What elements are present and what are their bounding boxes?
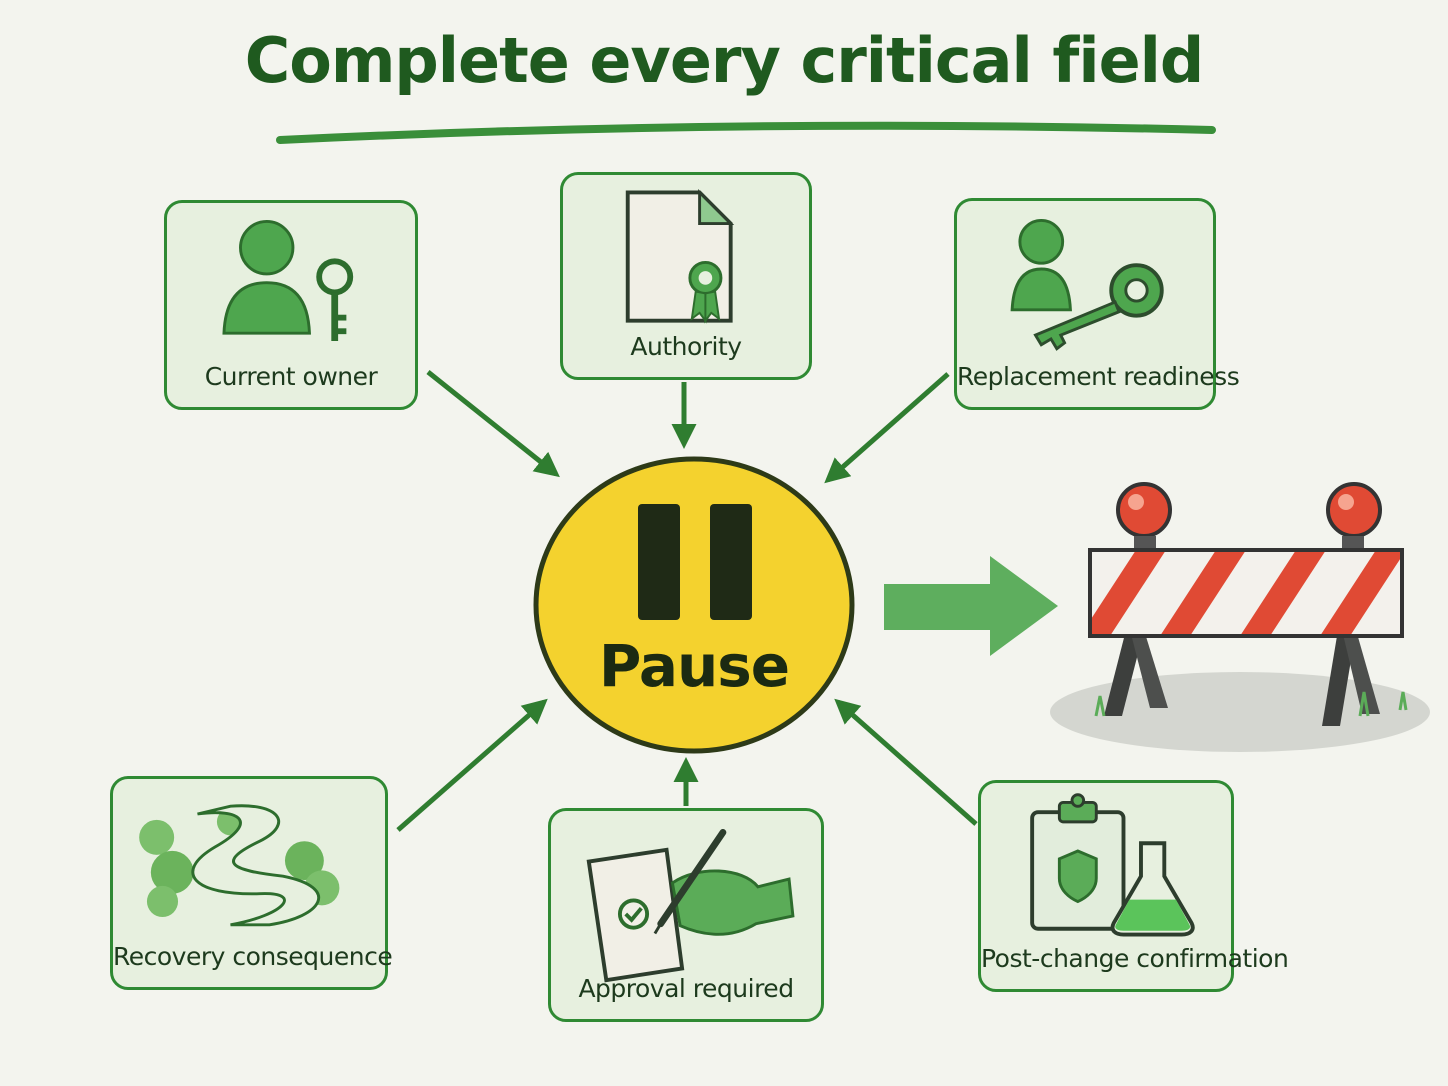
certificate-document-icon [625, 188, 735, 324]
person-large-key-icon [1010, 218, 1164, 351]
card-label-replacement-readiness: Replacement readiness [957, 362, 1240, 391]
winding-path-icon [139, 804, 340, 927]
card-post-change-confirmation: Post-change confirmation [978, 780, 1289, 992]
title-underline [276, 121, 1216, 144]
card-current-owner: Current owner [164, 200, 418, 410]
card-label-post-change-confirmation: Post-change confirmation [981, 944, 1289, 973]
card-label-approval-required: Approval required [578, 974, 794, 1003]
arrow-to-barrier [884, 556, 1058, 656]
arrow-recovery [396, 698, 548, 832]
card-recovery-consequence: Recovery consequence [110, 776, 393, 990]
person-key-icon [222, 220, 354, 341]
road-barrier-icon [1050, 482, 1430, 752]
card-replacement-readiness: Replacement readiness [954, 198, 1240, 410]
pause-label: Pause [598, 632, 790, 700]
clipboard-flask-icon [1030, 793, 1195, 937]
arrow-post-change [834, 698, 978, 826]
card-label-recovery-consequence: Recovery consequence [113, 942, 393, 971]
arrow-replacement [824, 372, 950, 484]
card-approval-required: Approval required [548, 808, 824, 1022]
card-authority: Authority [560, 172, 812, 380]
arrow-current-owner [426, 370, 560, 478]
pause-icon [533, 456, 855, 754]
card-label-authority: Authority [630, 332, 742, 361]
hand-signing-approval-icon [586, 828, 795, 983]
card-label-current-owner: Current owner [204, 362, 378, 391]
page-title: Complete every critical field [244, 24, 1205, 97]
